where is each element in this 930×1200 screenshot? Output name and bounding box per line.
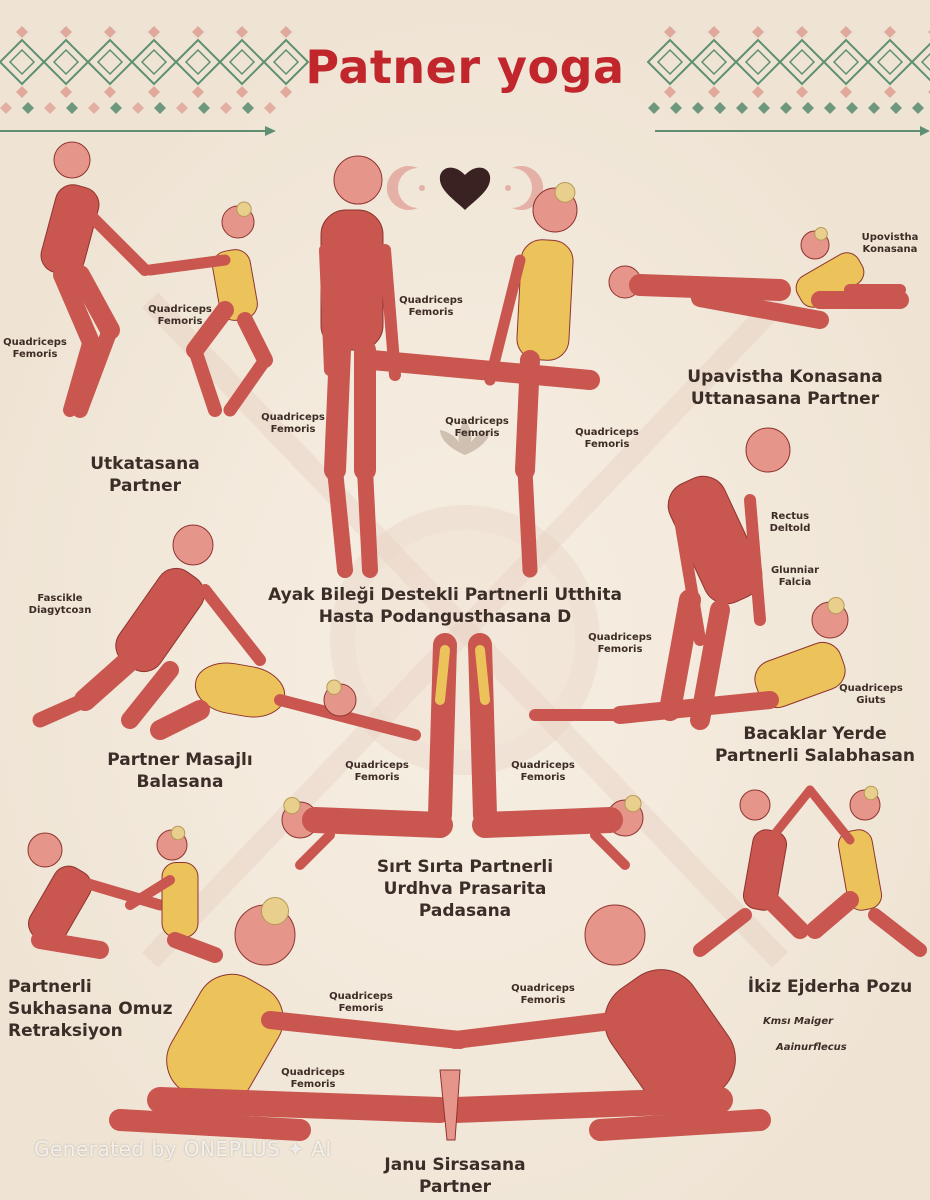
pose-label-line: Bacaklar Yerde <box>743 724 887 744</box>
muscle-label-line: Rectus <box>770 511 810 522</box>
muscle-label-line: Falcia <box>778 577 812 588</box>
pose-label-line: Janu Sirsasana <box>384 1155 526 1175</box>
pose-label-line: Sukhasana Omuz <box>8 999 173 1019</box>
pose-label-line: İkiz Ejderha Pozu <box>747 977 913 997</box>
muscle-label-line: Quadriceps <box>588 632 652 643</box>
muscle-label-line: Quadriceps <box>839 683 903 694</box>
muscle-label-line: Femoris <box>290 1079 336 1090</box>
lotus-icon <box>440 420 490 455</box>
muscle-label-line: Quadriceps <box>445 416 509 427</box>
arrow-icon <box>0 126 930 136</box>
pose-label-line: Urdhva Prasarita <box>383 879 547 899</box>
header-pattern-left <box>0 26 310 114</box>
muscle-label-line: Femoris <box>354 772 400 783</box>
muscle-label-line: Quadriceps <box>511 760 575 771</box>
muscle-label-line: Fascikle <box>37 593 83 604</box>
page-title: Patner yoga <box>305 40 625 94</box>
muscle-label-line: Konasana <box>862 244 918 255</box>
muscle-label-line: Quadriceps <box>345 760 409 771</box>
muscle-label-line: Quadriceps <box>329 991 393 1002</box>
pose-label-line: Partnerli Salabhasan <box>714 746 916 766</box>
muscle-label-line: Giuts <box>856 695 886 706</box>
muscle-label-line: Quadriceps <box>261 412 325 423</box>
header-pattern-right <box>646 26 930 114</box>
pose-label-line: Partnerli <box>8 977 92 997</box>
muscle-label-line: Quadriceps <box>511 983 575 994</box>
muscle-label-line: Femoris <box>584 439 630 450</box>
muscle-label-line: Femoris <box>12 349 58 360</box>
pose-label-sukhasana: Partnerli Sukhasana Omuz Retraksiyon <box>8 976 208 1042</box>
muscle-label-line: Aainurflecus <box>776 1042 847 1053</box>
pose-label-line: Ayak Bileği Destekli Partnerli Utthita <box>268 585 622 605</box>
muscle-label-line: Femoris <box>270 424 316 435</box>
pose-label-line: Uttanasana Partner <box>690 389 880 409</box>
pose-label-line: Partner <box>418 1177 491 1197</box>
pose-label-balasana: Partner Masajlı Balasana <box>80 749 280 793</box>
muscle-label-line: Quadriceps <box>575 427 639 438</box>
muscle-label-line: Femoris <box>408 307 454 318</box>
pose-label-line: Retraksiyon <box>8 1021 123 1041</box>
pose-label-line: Utkatasana <box>90 454 200 474</box>
muscle-label-line: Femoris <box>157 316 203 327</box>
muscle-label-line: Upovistha <box>861 232 919 243</box>
pose-label-utkatasana: Utkatasana Partner <box>70 453 220 497</box>
muscle-label-line: Femoris <box>520 772 566 783</box>
pose-label-line: Padasana <box>418 901 512 921</box>
muscle-label: Kmsı Maiger <box>763 1016 853 1028</box>
pose-label-urdhva: Sırt Sırta Partnerli Urdhva Prasarita Pa… <box>350 856 580 922</box>
muscle-label-line: Femoris <box>338 1003 384 1014</box>
pose-label-ayak-bilegi: Ayak Bileği Destekli Partnerli Utthita H… <box>240 584 650 628</box>
muscle-label: Aainurflecus <box>776 1042 866 1054</box>
muscle-label-line: Femoris <box>520 995 566 1006</box>
muscle-label-line: Quadriceps <box>3 337 67 348</box>
muscle-label-line: Diagytcoзn <box>28 605 92 616</box>
muscle-label-line: Quadriceps <box>399 295 463 306</box>
pose-label-line: Partner <box>108 476 181 496</box>
pose-label-line: Sırt Sırta Partnerli <box>376 857 554 877</box>
muscle-label-line: Glunniar <box>770 565 820 576</box>
muscle-label-line: Kmsı Maiger <box>763 1016 834 1027</box>
pose-label-line: Balasana <box>136 772 224 792</box>
pose-label-salabhasan: Bacaklar Yerde Partnerli Salabhasan <box>700 723 930 767</box>
pose-label-line: Upavistha Konasana <box>687 367 883 387</box>
muscle-label-line: Quadriceps <box>148 304 212 315</box>
pose-label-line: Hasta Podangusthasana D <box>318 607 572 627</box>
muscle-label-line: Deltold <box>769 523 811 534</box>
muscle-label-line: Quadriceps <box>281 1067 345 1078</box>
pose-label-line: Partner Masajlı <box>107 750 253 770</box>
anatomy-figures <box>27 141 927 1141</box>
muscle-label-line: Femoris <box>597 644 643 655</box>
pose-label-upavistha: Upavistha Konasana Uttanasana Partner <box>660 366 910 410</box>
watermark: Generated by ONEPLUS ✦ AI <box>34 1137 332 1161</box>
pose-label-janu: Janu Sirsasana Partner <box>360 1154 550 1198</box>
pose-label-ikiz-ejderha: İkiz Ejderha Pozu <box>740 976 920 998</box>
heart-icon <box>439 167 491 210</box>
muscle-label-line: Femoris <box>454 428 500 439</box>
